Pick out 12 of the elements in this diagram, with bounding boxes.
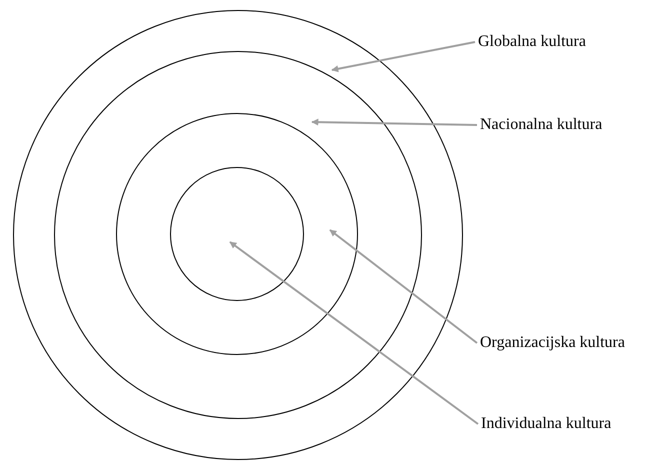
leader-label: Organizacijska kultura — [480, 333, 625, 353]
culture-ring — [170, 166, 304, 300]
leader-arrow — [229, 241, 479, 425]
culture-ring — [54, 50, 422, 418]
culture-ring — [13, 10, 463, 460]
culture-ring — [116, 113, 358, 355]
leader-label: Nacionalna kultura — [480, 115, 602, 135]
leader-arrow — [311, 118, 478, 126]
leader-label: Globalna kultura — [478, 32, 586, 52]
leader-label: Individualna kultura — [481, 414, 612, 434]
leader-arrow — [329, 229, 478, 344]
leader-arrow — [331, 41, 476, 72]
